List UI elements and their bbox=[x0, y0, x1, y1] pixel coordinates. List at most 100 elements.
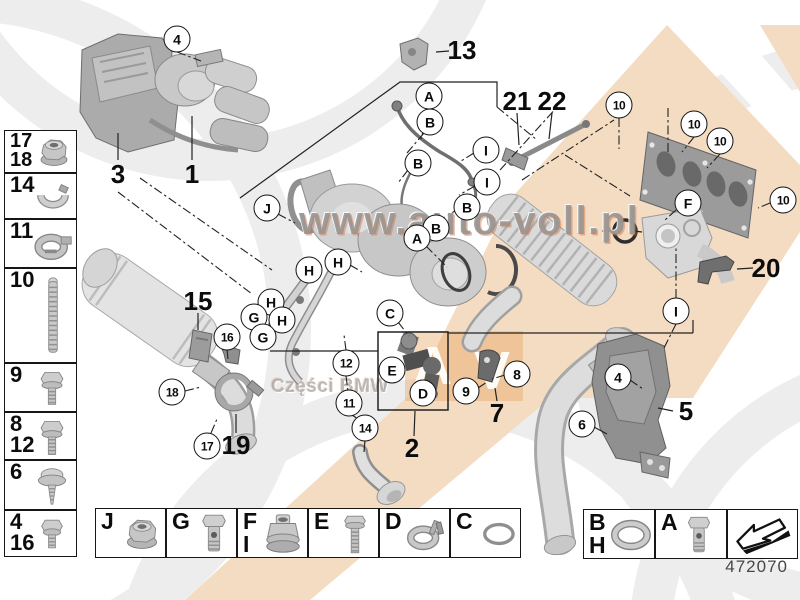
legend-item-direction[interactable] bbox=[727, 509, 798, 559]
return-pipe-part bbox=[352, 444, 406, 505]
callout-C[interactable]: C bbox=[376, 299, 404, 327]
callout-4[interactable]: 4 bbox=[163, 25, 191, 53]
part-number: 18 bbox=[10, 149, 33, 171]
callout-letter: G bbox=[172, 508, 190, 534]
part-label-1[interactable]: 1 bbox=[184, 159, 200, 189]
part-number: 17 bbox=[10, 130, 33, 152]
part-label-22[interactable]: 22 bbox=[537, 86, 567, 116]
callout-letter: J bbox=[101, 508, 114, 534]
union-nut-icon bbox=[266, 514, 300, 553]
legend-item-G[interactable]: G bbox=[166, 508, 237, 558]
legend-item-F-I[interactable]: F I bbox=[237, 508, 308, 558]
callout-12[interactable]: 12 bbox=[332, 349, 360, 377]
part-number: 9 bbox=[10, 362, 23, 387]
callout-F[interactable]: F bbox=[674, 189, 702, 217]
o-ring-icon bbox=[483, 522, 515, 546]
leader-lines bbox=[117, 50, 754, 453]
washer-screw-icon bbox=[37, 468, 67, 505]
callout-B[interactable]: B bbox=[404, 149, 432, 177]
sidebar-item-6[interactable]: 6 bbox=[4, 460, 77, 510]
callout-9[interactable]: 9 bbox=[452, 377, 480, 405]
callout-8[interactable]: 8 bbox=[503, 360, 531, 388]
sidebar-item-14[interactable]: 14 bbox=[4, 173, 77, 219]
sidebar-item-17-18[interactable]: 17 18 bbox=[4, 130, 77, 173]
part-label-7[interactable]: 7 bbox=[489, 398, 505, 428]
callout-A[interactable]: A bbox=[415, 82, 443, 110]
turbocharger-part bbox=[148, 48, 270, 153]
turbo-center-part bbox=[287, 169, 518, 307]
callout-letter: H bbox=[589, 532, 606, 558]
part-label-3[interactable]: 3 bbox=[110, 159, 126, 189]
callout-G[interactable]: G bbox=[249, 323, 277, 351]
legend-item-J[interactable]: J bbox=[95, 508, 166, 558]
banjo-bolt-icon bbox=[687, 516, 711, 553]
callout-B[interactable]: B bbox=[416, 108, 444, 136]
v-band-clamp-icon bbox=[37, 183, 69, 209]
bracket-7-part bbox=[477, 349, 501, 383]
manifold-flange-part bbox=[641, 207, 735, 285]
callout-letter: F bbox=[243, 508, 258, 534]
callout-10[interactable]: 10 bbox=[769, 186, 797, 214]
part-label-21[interactable]: 21 bbox=[502, 86, 532, 116]
part-label-19[interactable]: 19 bbox=[221, 430, 251, 460]
manifold-gasket-part bbox=[639, 131, 757, 239]
spring-clamp-icon bbox=[406, 519, 445, 551]
callout-E[interactable]: E bbox=[378, 356, 406, 384]
callout-18[interactable]: 18 bbox=[158, 378, 186, 406]
callout-6[interactable]: 6 bbox=[568, 410, 596, 438]
part-label-5[interactable]: 5 bbox=[678, 396, 694, 426]
part-number: 6 bbox=[10, 459, 23, 484]
callout-H[interactable]: H bbox=[295, 256, 323, 284]
part-label-13[interactable]: 13 bbox=[447, 35, 477, 65]
callout-16[interactable]: 16 bbox=[213, 323, 241, 351]
legend-item-E[interactable]: E bbox=[308, 508, 379, 558]
part-number: 8 bbox=[10, 411, 23, 436]
callout-I[interactable]: I bbox=[662, 297, 690, 325]
callout-10[interactable]: 10 bbox=[605, 91, 633, 119]
part-number: 12 bbox=[10, 431, 35, 457]
sidebar-item-11[interactable]: 11 bbox=[4, 219, 77, 268]
part-number: 14 bbox=[10, 172, 35, 197]
dash-dot-lines bbox=[117, 51, 771, 434]
callout-10[interactable]: 10 bbox=[680, 110, 708, 138]
callout-letter: D bbox=[385, 508, 402, 534]
legend-item-D[interactable]: D bbox=[379, 508, 450, 558]
sidebar-item-4-16[interactable]: 4 16 bbox=[4, 510, 77, 557]
stud-bolt-icon bbox=[48, 277, 58, 353]
heat-shield-5-part bbox=[591, 333, 671, 479]
callout-J[interactable]: J bbox=[253, 194, 281, 222]
hex-bolt-icon bbox=[41, 519, 63, 549]
part-label-15[interactable]: 15 bbox=[183, 286, 213, 316]
intake-hose-part bbox=[461, 193, 618, 353]
bracket-15-part bbox=[188, 329, 213, 363]
bracket-20-part bbox=[697, 255, 735, 285]
callout-letter: A bbox=[661, 509, 678, 535]
diagram-number: 472070 bbox=[725, 557, 788, 576]
callout-10[interactable]: 10 bbox=[706, 127, 734, 155]
callout-B[interactable]: B bbox=[453, 193, 481, 221]
sidebar-item-8-12[interactable]: 8 12 bbox=[4, 412, 77, 460]
legend-item-B-H[interactable]: B H bbox=[583, 509, 655, 559]
sidebar-item-10[interactable]: 10 bbox=[4, 268, 77, 363]
legend-item-A[interactable]: A bbox=[655, 509, 727, 559]
flange-nut-icon bbox=[40, 139, 68, 166]
legend-item-C[interactable]: C bbox=[450, 508, 521, 558]
direction-arrow-icon bbox=[736, 518, 791, 555]
flange-nut-icon bbox=[127, 519, 157, 549]
part-label-20[interactable]: 20 bbox=[751, 253, 781, 283]
sidebar-item-9[interactable]: 9 bbox=[4, 363, 77, 412]
catalytic-converter-part bbox=[81, 248, 257, 455]
callout-4[interactable]: 4 bbox=[604, 363, 632, 391]
part-number: 11 bbox=[10, 218, 34, 243]
callout-I[interactable]: I bbox=[472, 136, 500, 164]
callout-17[interactable]: 17 bbox=[193, 432, 221, 460]
callout-I[interactable]: I bbox=[473, 168, 501, 196]
part-label-2[interactable]: 2 bbox=[404, 433, 420, 463]
callout-A[interactable]: A bbox=[403, 224, 431, 252]
seal-ring-icon bbox=[610, 519, 651, 551]
callout-11[interactable]: 11 bbox=[335, 389, 363, 417]
callout-D[interactable]: D bbox=[409, 379, 437, 407]
callout-H[interactable]: H bbox=[324, 248, 352, 276]
callout-14[interactable]: 14 bbox=[351, 414, 379, 442]
screw-icon bbox=[344, 515, 366, 554]
